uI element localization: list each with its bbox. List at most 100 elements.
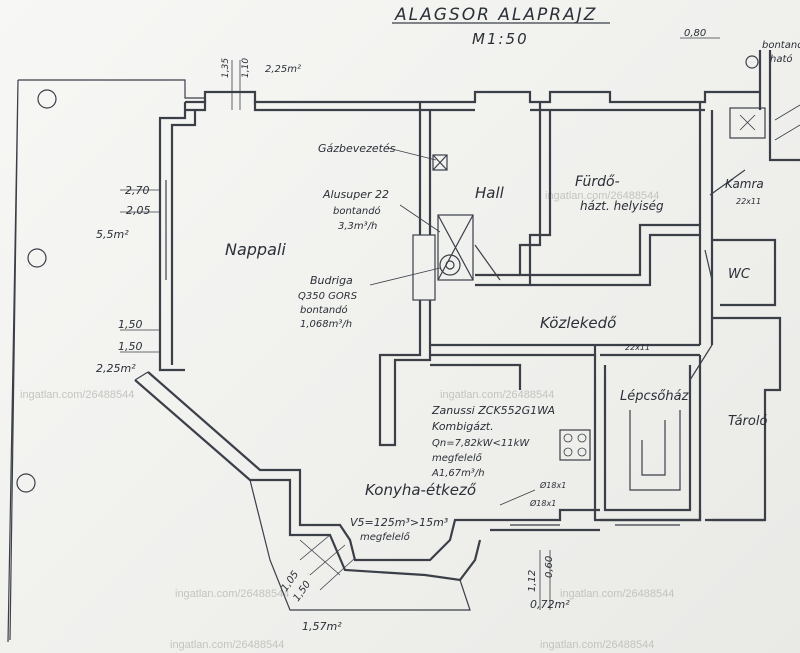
dim-left bbox=[120, 189, 160, 353]
room-nappali: Nappali bbox=[225, 240, 286, 259]
kitchen-wall bbox=[430, 363, 522, 390]
room-lepcsohaz: Lépcsőház bbox=[620, 389, 690, 404]
dim-label: 22x11 bbox=[625, 343, 650, 352]
cooker bbox=[559, 429, 591, 461]
bay-hatch bbox=[299, 534, 356, 591]
north-wall bbox=[185, 90, 760, 104]
note-budriga: Q350 GORS bbox=[298, 291, 358, 302]
chimney-block bbox=[437, 214, 474, 281]
dim-label: 1,12 bbox=[527, 570, 538, 592]
note-top-right: ható bbox=[770, 53, 793, 65]
note-zanussi: Qn=7,82kW<11kW bbox=[432, 438, 530, 449]
gas-marker bbox=[432, 154, 448, 171]
dim-label: 1,50 bbox=[118, 340, 143, 353]
note-alusuper: bontandó bbox=[333, 205, 381, 217]
column-circle bbox=[16, 473, 36, 493]
dim-label: 1,50 bbox=[118, 318, 143, 331]
stair-room-walls bbox=[593, 355, 702, 522]
terrace-outline bbox=[7, 79, 206, 643]
corridor-wall bbox=[430, 343, 700, 357]
dim-area: 0,72m² bbox=[530, 598, 570, 611]
dim-area: 2,25m² bbox=[265, 64, 301, 75]
room-hall: Hall bbox=[475, 184, 505, 202]
cooker-burner bbox=[563, 447, 573, 457]
stair-door bbox=[689, 344, 713, 381]
leader-budriga bbox=[369, 267, 441, 286]
dim-top bbox=[231, 60, 241, 110]
dim-label: 2,05 bbox=[126, 204, 151, 217]
boiler-circle bbox=[445, 260, 455, 270]
plan-title: ALAGSOR ALAPRAJZ bbox=[394, 5, 597, 25]
bay-wall-outer bbox=[134, 379, 482, 582]
note-budriga: Budriga bbox=[310, 274, 353, 287]
room-tarolo: Tároló bbox=[728, 414, 767, 429]
note-budriga: bontandó bbox=[300, 304, 348, 316]
room-wc: WC bbox=[728, 267, 751, 282]
gas-marker-box bbox=[432, 154, 448, 171]
hall-door-swing bbox=[474, 244, 501, 281]
north-wall-inner bbox=[185, 100, 705, 112]
leader-alusuper bbox=[399, 204, 441, 233]
east-chimney bbox=[758, 50, 800, 162]
column-circle bbox=[27, 248, 47, 268]
dim-area: 1,57m² bbox=[302, 620, 342, 633]
cooker-burner bbox=[577, 447, 587, 457]
note-zanussi: megfelelő bbox=[432, 452, 483, 464]
south-wall bbox=[490, 508, 765, 532]
wc-door bbox=[704, 249, 713, 281]
stair-lines bbox=[629, 410, 681, 491]
kamra-flue bbox=[729, 107, 766, 139]
living-hall-wall bbox=[378, 102, 432, 447]
pipe-lines bbox=[774, 104, 800, 141]
room-kamra: Kamra bbox=[725, 177, 764, 191]
dim-area: 2,25m² bbox=[96, 362, 136, 375]
note-gas: Gázbevezetés bbox=[318, 142, 396, 155]
chimney-block bbox=[412, 234, 436, 301]
column-circle bbox=[37, 89, 57, 109]
note-zanussi: A1,67m³/h bbox=[431, 468, 485, 479]
note-alusuper: Alusuper 22 bbox=[322, 188, 389, 201]
bay-outline bbox=[134, 371, 471, 611]
dim-label: Ø18x1 bbox=[539, 480, 566, 490]
room-furdo-sub: házt. helyiség bbox=[580, 199, 664, 213]
room-konyha: Konyha-étkező bbox=[365, 481, 477, 499]
kamra-door bbox=[709, 169, 746, 196]
west-wall bbox=[158, 102, 187, 372]
watermark: ingatlan.com/26488544 bbox=[440, 389, 554, 401]
note-alusuper: 3,3m³/h bbox=[338, 221, 377, 232]
watermark: ingatlan.com/26488544 bbox=[545, 190, 659, 202]
bay-wall bbox=[147, 371, 490, 562]
dim-label: 2,70 bbox=[125, 184, 150, 197]
watermark: ingatlan.com/26488544 bbox=[175, 588, 289, 600]
hall-door bbox=[475, 273, 530, 287]
dim-label: 1,35 bbox=[221, 58, 231, 78]
room-kozlekedo: Közlekedő bbox=[540, 314, 617, 332]
note-zanussi: Zanussi ZCK552G1WA bbox=[431, 404, 555, 417]
note-volume: megfelelő bbox=[360, 531, 411, 543]
note-zanussi: Kombigázt. bbox=[432, 420, 494, 433]
dim-bottom bbox=[539, 550, 551, 610]
dim-label: 0,60 bbox=[544, 556, 555, 578]
dim-label: 22x11 bbox=[736, 197, 761, 206]
dim-label: Ø18x1 bbox=[529, 498, 556, 508]
leader-volume bbox=[499, 489, 536, 506]
dim-area: 5,5m² bbox=[96, 228, 129, 241]
pipe-circle bbox=[745, 55, 759, 69]
dim-label: 1,10 bbox=[241, 58, 251, 78]
east-walls bbox=[698, 102, 782, 522]
dim-label: 0,80 bbox=[684, 28, 706, 39]
note-budriga: 1,068m³/h bbox=[300, 319, 352, 330]
cooker-burner bbox=[577, 433, 587, 443]
boiler-circle bbox=[439, 254, 461, 276]
kamra-flue-cross bbox=[739, 114, 756, 131]
cooker-burner bbox=[563, 433, 573, 443]
room-furdo: Fürdő- bbox=[575, 174, 620, 190]
leader-gas bbox=[387, 147, 437, 161]
note-volume: V5=125m³>15m³ bbox=[350, 516, 449, 529]
west-wall-inner bbox=[170, 110, 197, 365]
watermark: ingatlan.com/26488544 bbox=[540, 639, 654, 651]
plan-scale: M1:50 bbox=[472, 30, 529, 48]
watermark: ingatlan.com/26488544 bbox=[560, 588, 674, 600]
